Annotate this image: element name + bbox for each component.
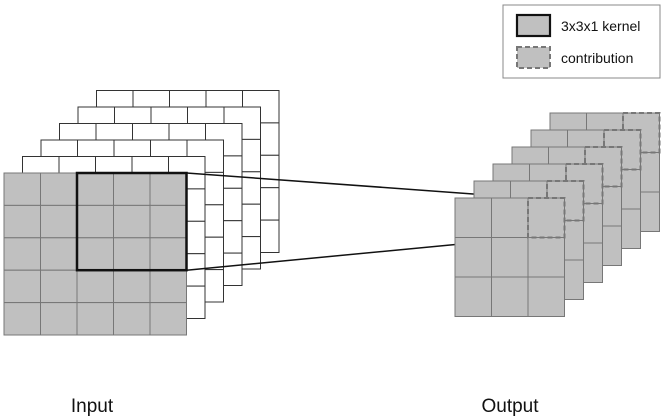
contribution-cell — [527, 197, 566, 239]
input-front-layer-cell — [3, 302, 41, 336]
input-front-layer-cell — [149, 204, 187, 239]
output-label: Output — [481, 396, 539, 417]
output-front-layer-cell — [527, 276, 565, 317]
input-front-layer — [3, 172, 187, 336]
kernel-border — [75, 171, 188, 272]
input-front-layer-cell — [76, 172, 114, 206]
input-front-layer-cell — [149, 237, 187, 271]
input-front-layer-cell — [76, 204, 114, 239]
input-front-layer-cell — [149, 269, 187, 304]
input-front-layer-cell — [40, 172, 78, 206]
input-front-layer-cell — [3, 237, 41, 271]
output-front-layer-cell — [527, 237, 565, 278]
input-front-layer-cell — [113, 237, 151, 271]
legend-contribution-swatch — [516, 46, 551, 69]
input-front-layer-cell — [113, 172, 151, 206]
output-front-layer-cell — [454, 237, 492, 278]
input-front-layer-cell — [3, 204, 41, 239]
input-front-layer-cell — [40, 302, 78, 336]
input-front-layer-cell — [113, 204, 151, 239]
output-front-layer-cell — [491, 276, 529, 317]
output-front-layer-cell — [491, 197, 529, 238]
output-channel-stack — [454, 112, 661, 317]
input-front-layer-cell — [76, 237, 114, 271]
input-front-layer-cell — [76, 269, 114, 304]
input-front-layer-cell — [40, 237, 78, 271]
legend: 3x3x1 kernel contribution — [502, 4, 661, 79]
input-front-layer-cell — [113, 269, 151, 304]
projection-line-top — [186, 172, 529, 199]
input-front-layer-cell — [40, 269, 78, 304]
input-front-layer-cell — [76, 302, 114, 336]
input-front-layer-cell — [113, 302, 151, 336]
legend-contribution-label: contribution — [561, 50, 633, 66]
output-front-layer — [454, 197, 565, 317]
input-label: Input — [71, 396, 114, 417]
legend-kernel-label: 3x3x1 kernel — [561, 18, 640, 34]
input-front-layer-cell — [149, 172, 187, 206]
output-front-layer-cell — [527, 197, 565, 238]
legend-kernel-swatch — [515, 13, 552, 38]
input-front-layer-cell — [3, 172, 41, 206]
input-front-layer-cell — [40, 204, 78, 239]
output-front-layer-cell — [491, 237, 529, 278]
input-front-layer-cell — [149, 302, 187, 336]
output-front-layer-cell — [454, 276, 492, 317]
input-channel-stack — [3, 90, 280, 336]
output-front-layer-cell — [454, 197, 492, 238]
input-front-layer-cell — [3, 269, 41, 304]
kernel-window — [75, 171, 188, 272]
